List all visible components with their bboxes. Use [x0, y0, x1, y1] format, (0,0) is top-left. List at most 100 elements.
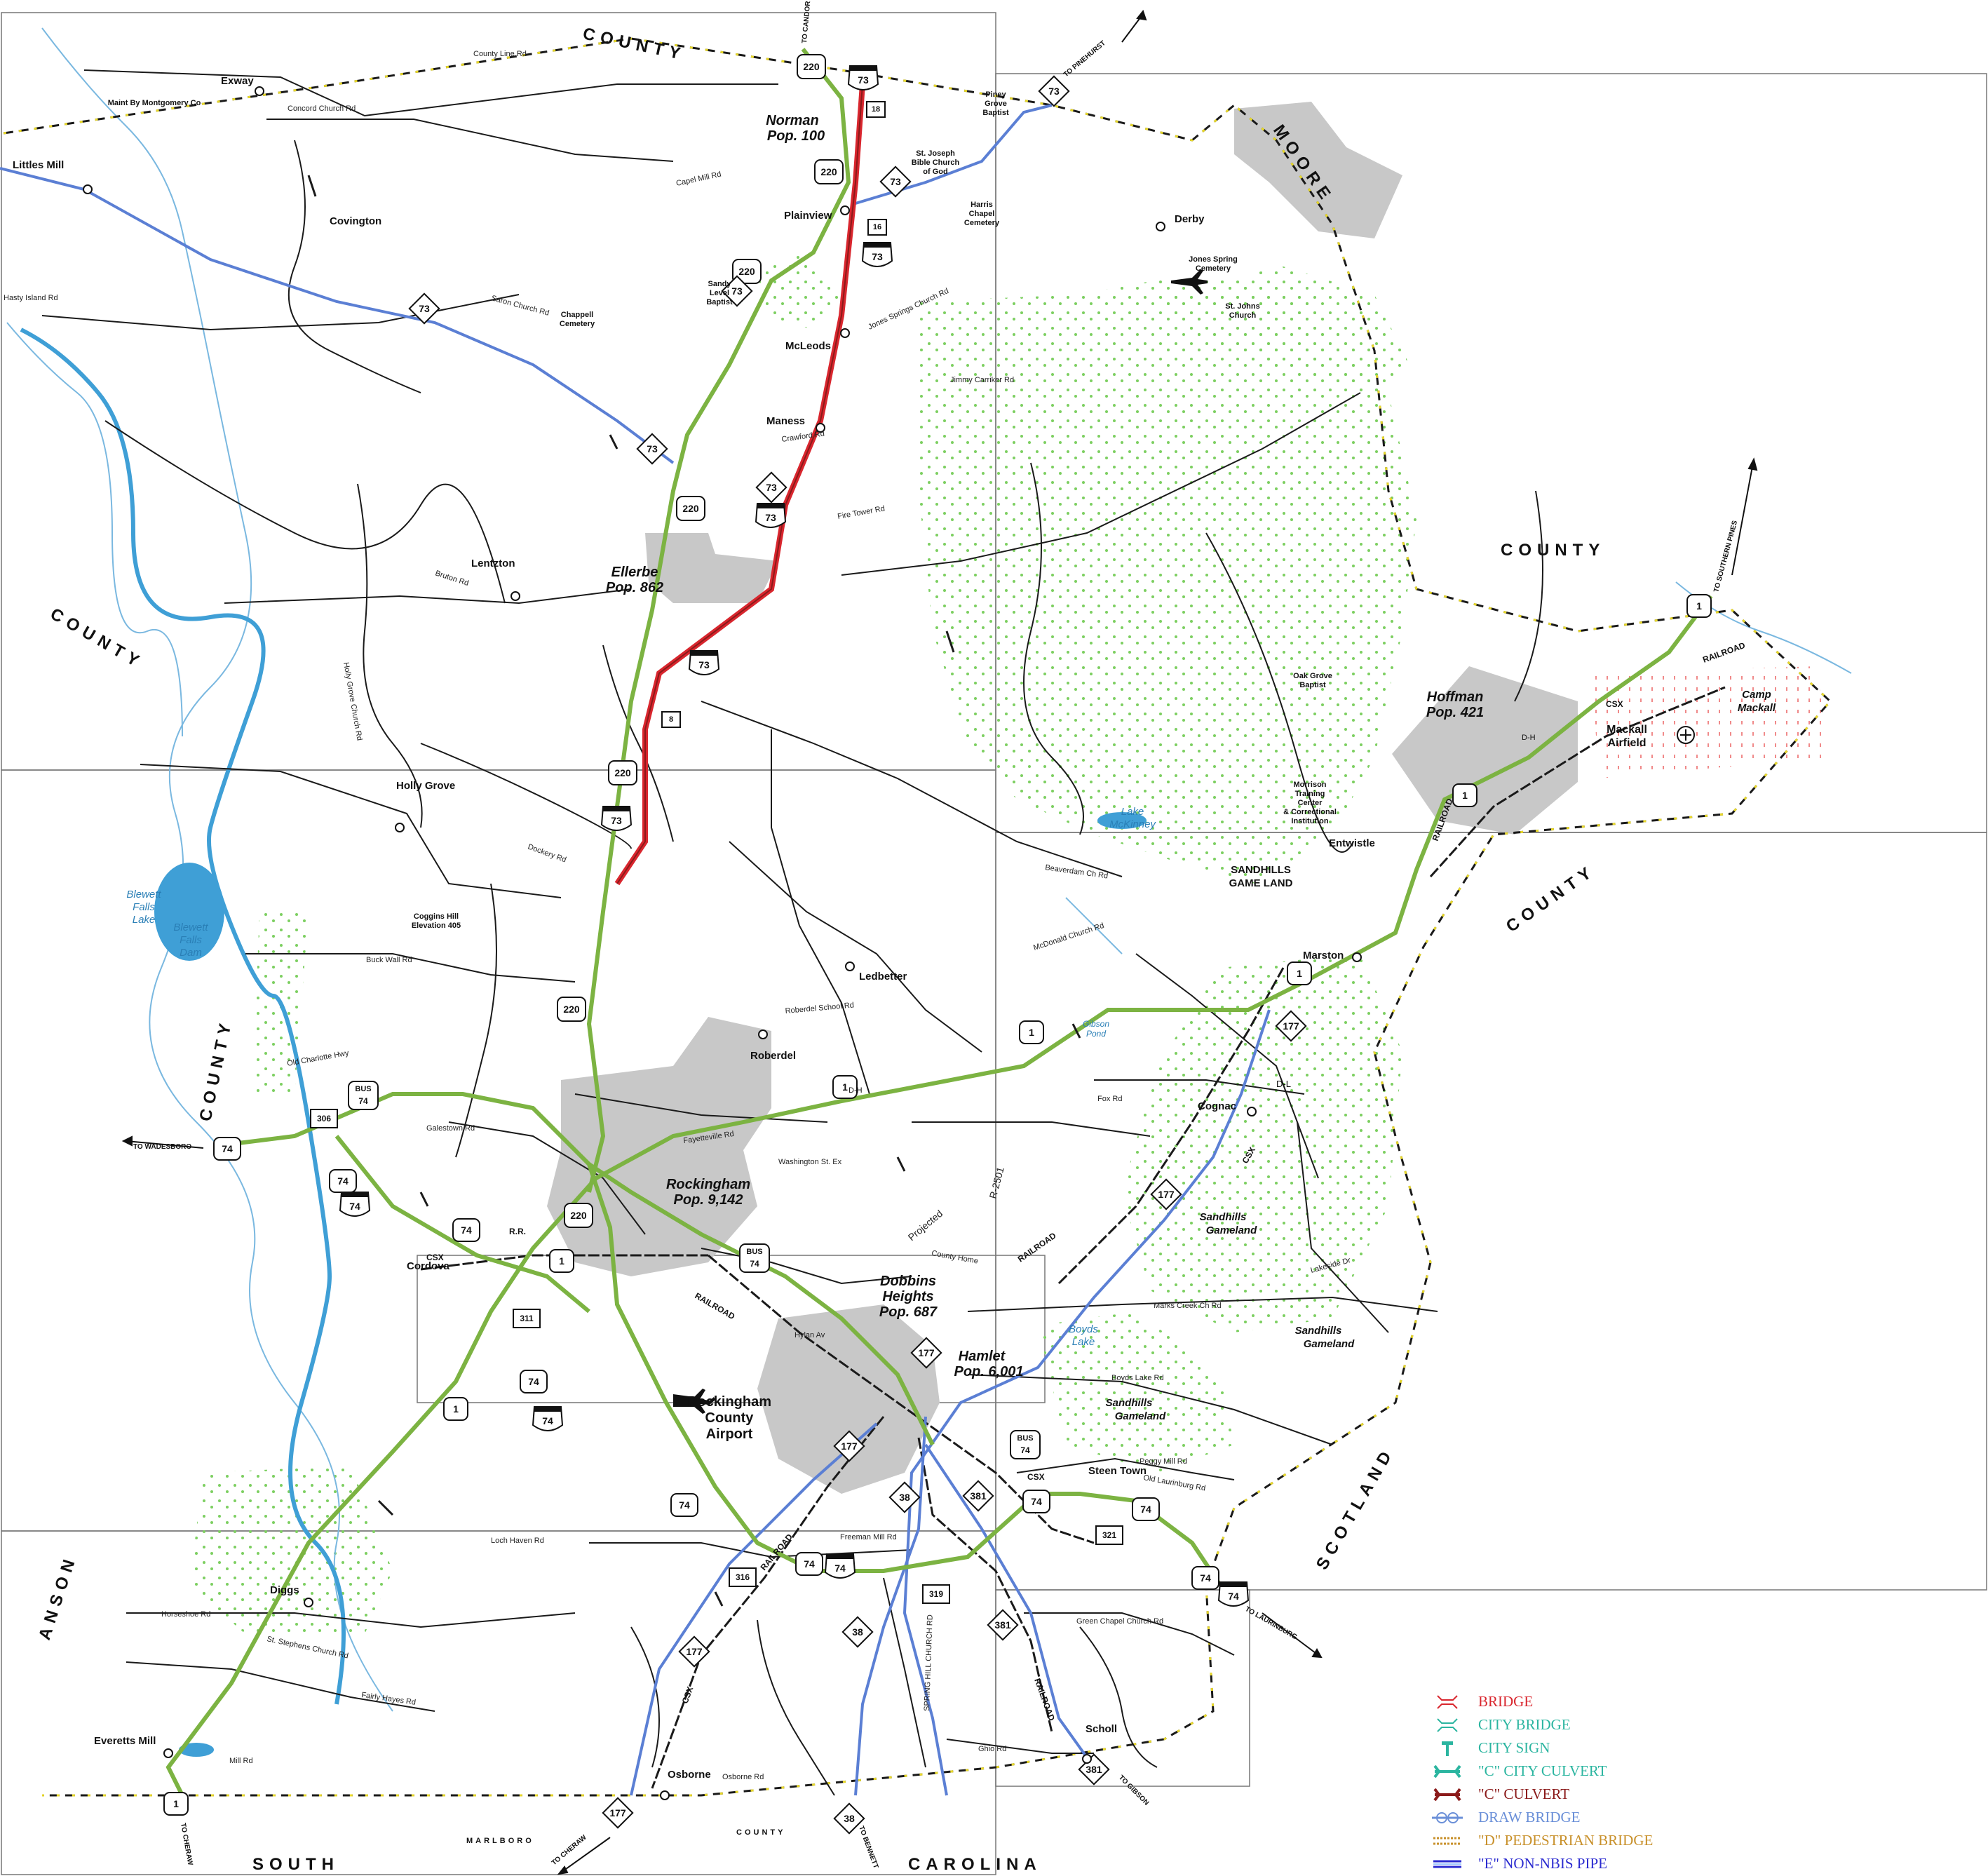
- us1-shield-marston: 1: [1287, 961, 1312, 985]
- svg-text:73: 73: [872, 251, 883, 262]
- us220-shield-norman: 220: [797, 54, 826, 79]
- svg-text:Projected: Projected: [906, 1208, 945, 1243]
- svg-text:COUNTY: COUNTY: [1503, 861, 1600, 936]
- nc38-shield-hamlet: 38: [888, 1481, 921, 1513]
- svg-text:TO PINEHURST: TO PINEHURST: [1062, 39, 1107, 79]
- svg-text:TO WADESBORO: TO WADESBORO: [133, 1143, 191, 1151]
- svg-text:381: 381: [994, 1619, 1011, 1631]
- svg-text:1: 1: [1462, 790, 1468, 801]
- svg-text:73: 73: [731, 285, 743, 297]
- svg-text:73: 73: [765, 512, 776, 523]
- svg-text:ANSON: ANSON: [35, 1552, 81, 1642]
- svg-text:Boyds Lake Rd: Boyds Lake Rd: [1111, 1374, 1164, 1382]
- lake-mckinney-water: [1097, 812, 1147, 829]
- svg-text:Roberdel School Rd: Roberdel School Rd: [785, 1001, 854, 1015]
- svg-text:Hasty Island Rd: Hasty Island Rd: [4, 294, 58, 302]
- svg-text:316: 316: [736, 1572, 750, 1582]
- svg-text:18: 18: [872, 105, 880, 114]
- svg-text:Scholl: Scholl: [1086, 1723, 1117, 1735]
- nc177-south-route: [630, 1422, 878, 1796]
- i73-route: [614, 83, 865, 886]
- us220-shield-mid: 220: [557, 997, 586, 1022]
- svg-text:Holly Grove: Holly Grove: [396, 780, 455, 792]
- us74-shield-south: 74: [670, 1493, 698, 1517]
- svg-text:319: 319: [929, 1589, 943, 1599]
- svg-text:1: 1: [1297, 968, 1302, 979]
- svg-text:Capel Mill Rd: Capel Mill Rd: [675, 170, 722, 188]
- svg-text:Loch Haven Rd: Loch Haven Rd: [491, 1537, 544, 1545]
- us220-shield-ellerbe: 220: [676, 496, 705, 521]
- svg-text:Maint By Montgomery Co: Maint By Montgomery Co: [108, 99, 201, 107]
- svg-text:73: 73: [611, 815, 622, 826]
- rivers: [6, 27, 1852, 1712]
- svg-text:Cordova: Cordova: [407, 1260, 450, 1272]
- svg-text:CAROLINA: CAROLINA: [908, 1855, 1042, 1874]
- svg-text:BUS: BUS: [355, 1085, 371, 1093]
- svg-text:73: 73: [647, 443, 658, 454]
- us220-shield-rockingham: 220: [564, 1203, 593, 1228]
- svg-text:McLeods: McLeods: [785, 340, 831, 352]
- svg-text:COUNTY: COUNTY: [196, 1017, 236, 1123]
- us74-shield-steen: 74: [1022, 1490, 1050, 1513]
- svg-text:73: 73: [858, 74, 869, 86]
- nc38-shield-bennett: 38: [833, 1802, 865, 1835]
- svg-text:1: 1: [1029, 1027, 1034, 1038]
- svg-text:74: 74: [222, 1143, 233, 1154]
- svg-text:RAILROAD: RAILROAD: [759, 1532, 795, 1572]
- svg-text:Entwistle: Entwistle: [1329, 837, 1375, 849]
- rockingham-label: Rockingham: [666, 1177, 750, 1192]
- county-boundary-highlight: [3, 37, 1832, 1797]
- i74-shield-west: 74: [339, 1192, 371, 1217]
- svg-text:County Line Rd: County Line Rd: [473, 50, 527, 58]
- us1-shield-gibson: 1: [1019, 1020, 1044, 1044]
- us1-shield-southwest: 1: [443, 1397, 468, 1421]
- exit-18-box: 18: [866, 101, 886, 118]
- svg-text:RAILROAD: RAILROAD: [1701, 640, 1747, 665]
- svg-text:220: 220: [614, 767, 631, 778]
- us74-shield-west: 74: [329, 1169, 357, 1193]
- svg-text:St. Stephens Church Rd: St. Stephens Church Rd: [266, 1635, 349, 1660]
- svg-text:Littles Mill: Littles Mill: [13, 159, 64, 171]
- nc381-route: [924, 1443, 1095, 1769]
- svg-text:Ledbetter: Ledbetter: [859, 971, 907, 983]
- city-sign-icon: [1442, 1741, 1453, 1756]
- svg-text:Ghio Rd: Ghio Rd: [978, 1745, 1006, 1753]
- svg-text:TO BENNETT: TO BENNETT: [857, 1825, 879, 1870]
- map-legend: BRIDGE CITY BRIDGE CITY SIGN "C" CITY CU…: [1429, 1690, 1724, 1875]
- airfield-icon: [1677, 726, 1695, 744]
- draw-bridge-icon: [1432, 1811, 1463, 1823]
- nc177-shield-cheraw: 177: [602, 1797, 634, 1829]
- svg-text:Maness: Maness: [766, 415, 805, 427]
- nc73-shield-stjoseph: 73: [879, 166, 912, 198]
- svg-text:CSX: CSX: [1606, 699, 1623, 709]
- route-319-box: 319: [922, 1584, 950, 1604]
- svg-text:SCOTLAND: SCOTLAND: [1313, 1444, 1398, 1573]
- legend-draw-bridge: DRAW BRIDGE: [1429, 1806, 1724, 1829]
- svg-text:220: 220: [738, 266, 755, 277]
- svg-text:D-H: D-H: [1522, 734, 1536, 742]
- svg-text:16: 16: [873, 223, 881, 231]
- svg-text:Covington: Covington: [330, 215, 381, 227]
- svg-text:1: 1: [1696, 600, 1702, 612]
- svg-text:Peggy Mill Rd: Peggy Mill Rd: [1140, 1457, 1187, 1466]
- svg-text:Beaverdam Ch Rd: Beaverdam Ch Rd: [1045, 863, 1109, 880]
- i74-shield-freeman: 74: [824, 1553, 856, 1579]
- svg-text:TO CANDOR: TO CANDOR: [801, 0, 812, 43]
- hoffman-urban: [1392, 666, 1578, 835]
- i74-shield-laurinburg: 74: [1217, 1581, 1250, 1607]
- legend-city-bridge: CITY BRIDGE: [1429, 1713, 1724, 1736]
- us1-shield-hoffman: 1: [1452, 783, 1478, 807]
- svg-text:311: 311: [520, 1314, 534, 1323]
- svg-text:MARLBORO: MARLBORO: [466, 1837, 534, 1845]
